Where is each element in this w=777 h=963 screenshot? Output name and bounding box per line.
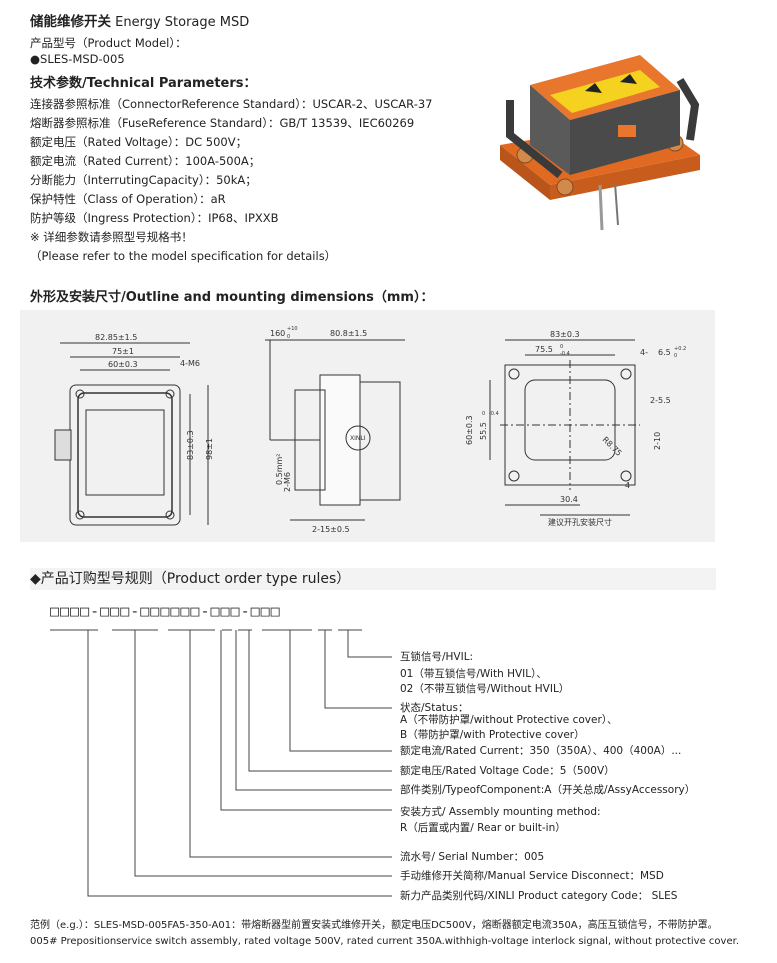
title-cn: 储能维修开关	[30, 14, 111, 30]
spec-row: ※ 详细参数请参照型号规格书！	[30, 230, 193, 244]
rule-hvil: 互锁信号/HVIL:	[400, 651, 474, 663]
rule-status: 状态/Status：	[400, 702, 469, 714]
rule-status-a: A（不带防护罩/without Protective cover）、	[400, 714, 618, 726]
spec-row: 分断能力（InterrutingCapacity）：50kA；	[30, 173, 257, 187]
dim-text: 4-	[640, 348, 648, 357]
dim-text: 60±0.3	[465, 415, 474, 445]
dimension-drawings: 82.85±1.5 75±1 60±0.3 4-M6 83±0.3 98±1 1…	[54, 326, 686, 534]
rule-hvil-01: 01（带互锁信号/With HVIL）、	[400, 668, 547, 680]
dim-text: R8.75	[601, 435, 624, 458]
brand-mark: XINLI	[350, 435, 366, 442]
dim-text: 2-5.5	[650, 396, 671, 405]
dim-text: 83±0.3	[186, 430, 195, 460]
spec-row: 熔断器参照标准（FuseReference Standard）：GB/T 135…	[30, 116, 415, 130]
dim-text: 2-15±0.5	[312, 525, 350, 534]
dim-text: 75.5	[535, 345, 553, 354]
model-label: 产品型号（Product Model）：	[30, 36, 187, 50]
order-connector-lines	[50, 629, 392, 897]
dim-text: 0	[674, 353, 677, 359]
dim-text: 160	[270, 329, 285, 338]
rule-status-b: B（带防护罩/with Protective cover）	[400, 729, 585, 741]
dim-text: 98±1	[205, 438, 214, 460]
dim-text: 55.5	[479, 422, 488, 440]
tech-spec-list: 连接器参照标准（ConnectorReference Standard）：USC…	[30, 95, 432, 266]
rule-mounting-r: R（后置或内置/ Rear or built-in）	[400, 822, 566, 834]
rule-serial: 流水号/ Serial Number：005	[400, 851, 545, 863]
order-code-pattern: □□□□-□□□-□□□□□□-□□□-□□□	[50, 602, 281, 620]
dim-text: -0.4	[560, 351, 570, 357]
dim-text: -0.4	[489, 411, 499, 417]
dim-text: 4-M6	[180, 359, 200, 368]
rule-msd: 手动维修开关简称/Manual Service Disconnect：MSD	[400, 870, 664, 882]
dim-text: 30.4	[560, 495, 578, 504]
spec-row: 防护等级（Ingress Protection）：IP68、IPXXB	[30, 211, 279, 225]
dim-text: 0	[560, 344, 563, 350]
dim-text: 80.8±1.5	[330, 329, 367, 338]
rule-current: 额定电流/Rated Current：350（350A）、400（400A）..…	[400, 745, 682, 757]
dim-text: 82.85±1.5	[95, 333, 137, 342]
rule-voltage: 额定电压/Rated Voltage Code：5（500V）	[400, 765, 615, 777]
rule-category: 新力产品类别代码/XINLI Product category Code： SL…	[400, 890, 678, 902]
product-illustration	[500, 55, 700, 231]
dim-text: 83±0.3	[550, 330, 580, 339]
dim-text: 2-10	[653, 432, 662, 450]
example-line-en: 005# Prepositionservice switch assembly,…	[30, 936, 739, 947]
rule-component: 部件类别/TypeofComponent:A（开关总成/AssyAccessor…	[400, 784, 696, 796]
rule-mounting: 安装方式/ Assembly mounting method:	[400, 806, 601, 818]
spec-row: （Please refer to the model specification…	[30, 249, 337, 263]
dim-text: 60±0.3	[108, 360, 138, 369]
dim-text: 6.5	[658, 348, 671, 357]
example-line-cn: 范例（e.g.）：SLES-MSD-005FA5-350-A01：带熔断器型前置…	[30, 920, 718, 931]
dim-text: 75±1	[112, 347, 134, 356]
spec-row: 保护特性（Class of Operation）：aR	[30, 192, 226, 206]
spec-row: 额定电流（Rated Current）：100A-500A；	[30, 154, 261, 168]
model-value: ●SLES-MSD-005	[30, 52, 125, 66]
dim-text: +0.2	[674, 346, 686, 352]
tech-heading: 技术参数/Technical Parameters：	[30, 76, 257, 91]
spec-row: 额定电压（Rated Voltage）：DC 500V；	[30, 135, 248, 149]
cutout-note: 建议开孔安装尺寸	[548, 517, 612, 527]
dim-text: 0	[287, 334, 290, 340]
rule-hvil-02: 02（不带互锁信号/Without HVIL）	[400, 683, 570, 695]
title-en: Energy Storage MSD	[115, 15, 250, 30]
page-title: 储能维修开关 Energy Storage MSD	[30, 10, 249, 30]
dim-text: +10	[287, 326, 298, 332]
dim-text: 0	[482, 411, 485, 417]
dim-text: 2-M6	[283, 472, 292, 492]
outline-heading: 外形及安装尺寸/Outline and mounting dimensions（…	[30, 290, 434, 305]
spec-row: 连接器参照标准（ConnectorReference Standard）：USC…	[30, 97, 433, 111]
dimension-drawings-panel: 82.85±1.5 75±1 60±0.3 4-M6 83±0.3 98±1 1…	[20, 310, 715, 542]
example-footer: 范例（e.g.）：SLES-MSD-005FA5-350-A01：带熔断器型前置…	[30, 918, 739, 950]
order-heading: ◆产品订购型号规则（Product order type rules）	[30, 568, 716, 590]
dim-text: 4	[625, 481, 630, 490]
dim-text: 0.5mm²	[275, 453, 284, 485]
